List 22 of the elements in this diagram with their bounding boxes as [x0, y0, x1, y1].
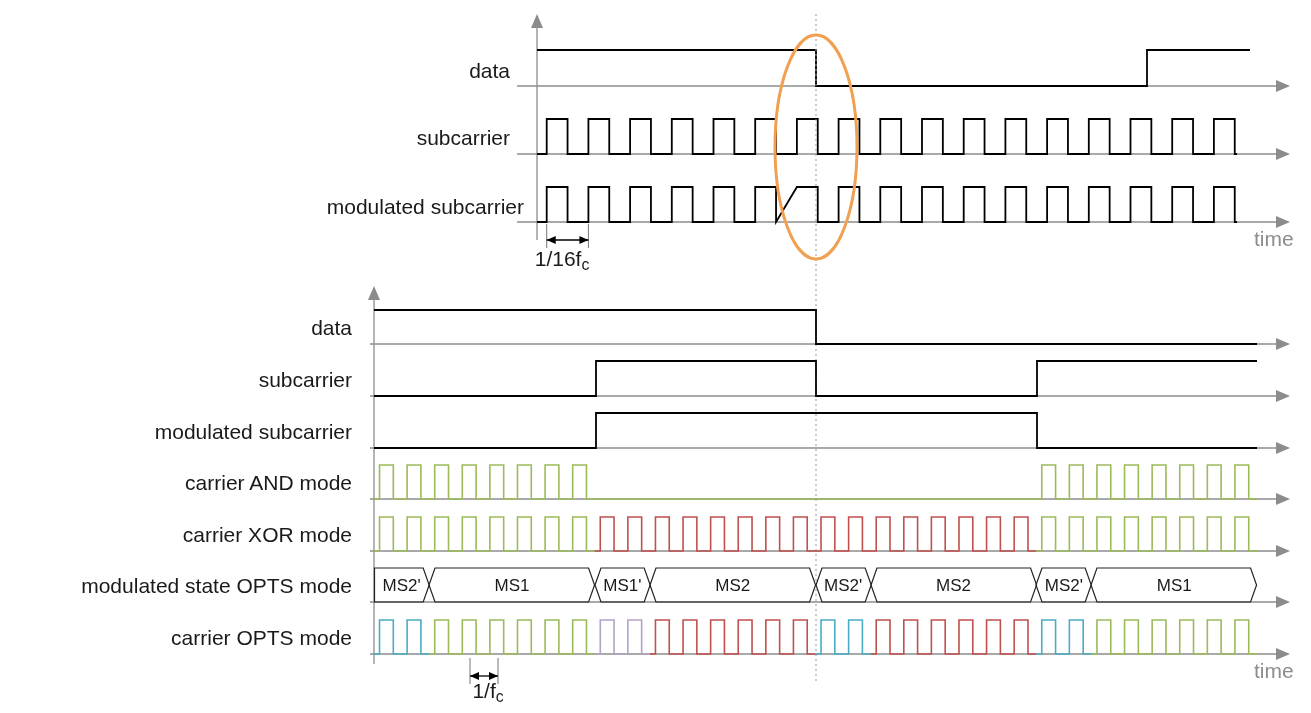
signal-label: modulated subcarrier: [326, 195, 524, 217]
signal-label: data: [311, 316, 352, 338]
signal-label: modulated subcarrier: [154, 420, 352, 442]
state-hexagon: MS1: [429, 568, 595, 602]
state-hexagon: MS2: [649, 568, 816, 602]
signal-label: carrier AND mode: [185, 471, 352, 493]
signal-label: data: [469, 59, 510, 81]
signal-label: 1/16f$_{c}$: [534, 247, 590, 269]
signal-label: 1/f$_{c}$: [472, 679, 504, 701]
signal-label: subcarrier: [416, 126, 510, 148]
axis-label: time: [1254, 659, 1294, 681]
signal-label: carrier OPTS mode: [171, 626, 352, 648]
state-hexagon: MS2: [870, 568, 1037, 602]
state-hexagon: MS2': [374, 568, 430, 602]
signal-label: carrier XOR mode: [182, 523, 352, 545]
state-hexagon: MS2': [815, 568, 871, 602]
axis-label: time: [1254, 227, 1294, 249]
state-hexagon: MS1: [1091, 568, 1257, 602]
state-hexagon: MS2': [1036, 568, 1092, 602]
signal-label: subcarrier: [258, 368, 352, 390]
signal-label: modulated state OPTS mode: [81, 574, 352, 596]
state-hexagon: MS1': [594, 568, 650, 602]
